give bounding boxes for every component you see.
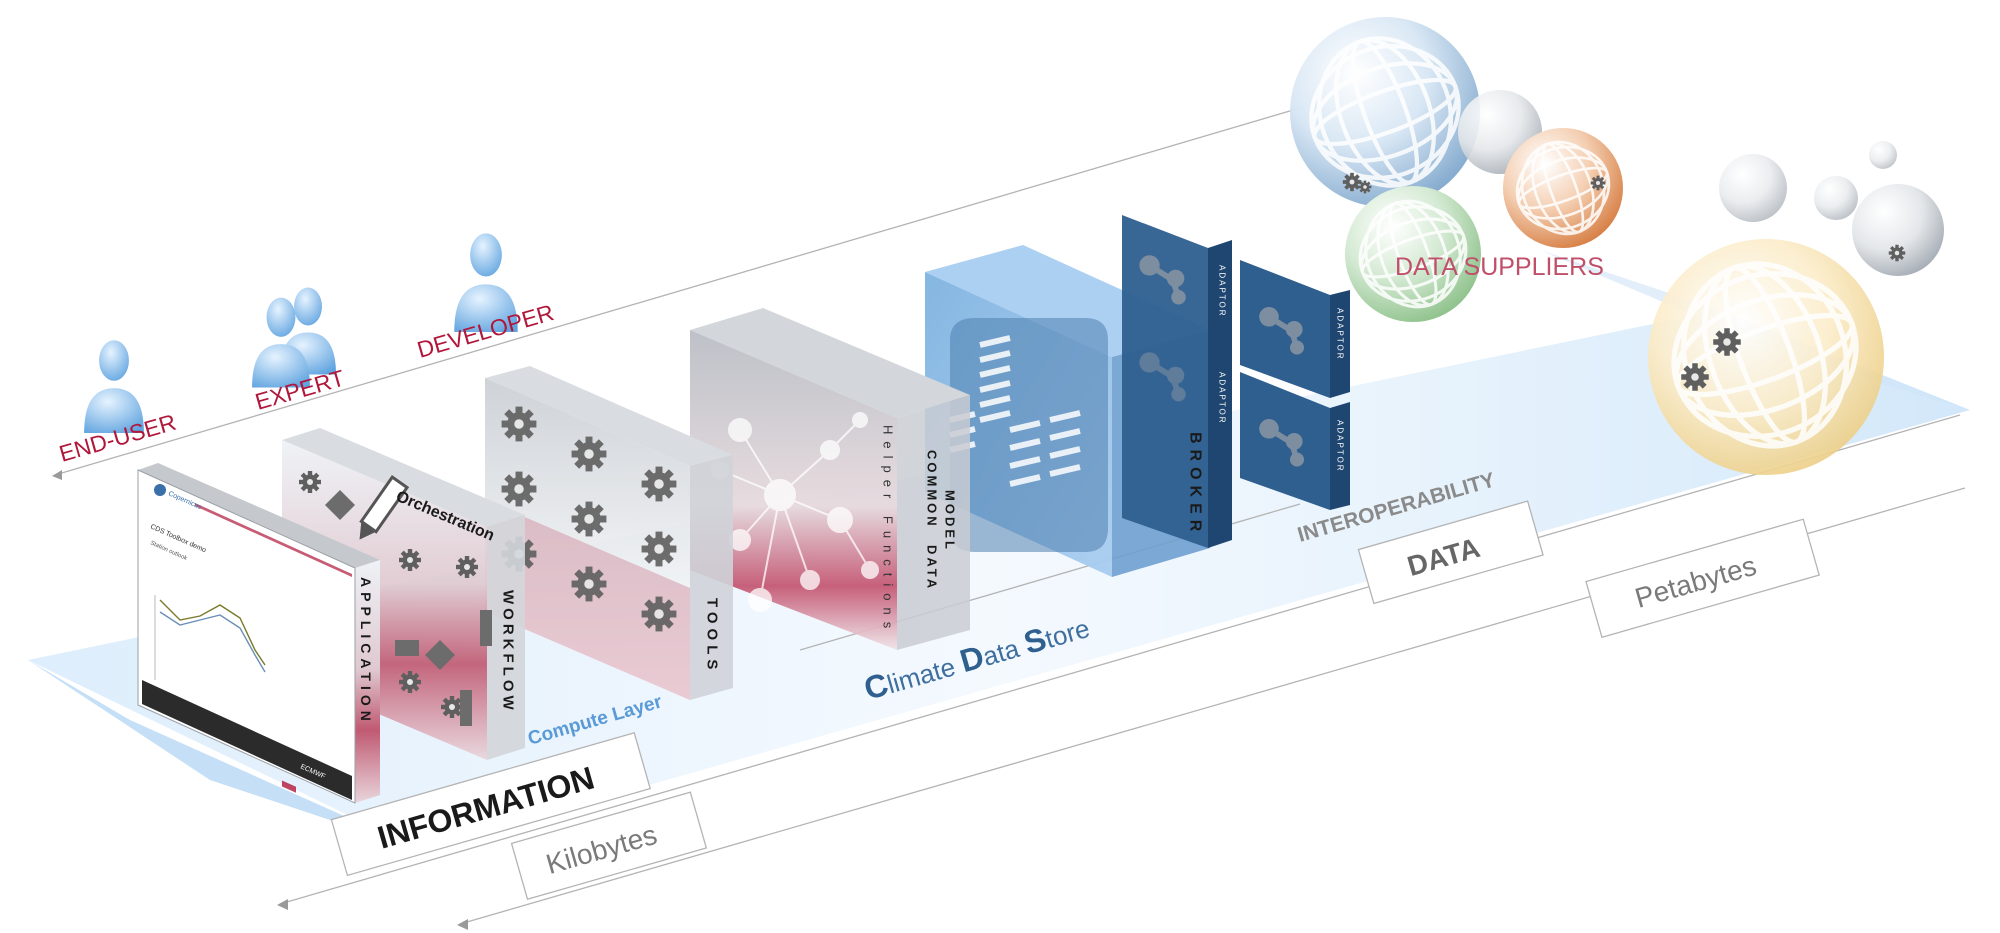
pencil-icon [359,475,410,540]
adaptor-label: ADAPTOR [1218,265,1227,318]
globe-icon [1345,186,1481,322]
user-end-user: END-USER [56,340,179,467]
gear-icon [1681,363,1709,391]
adaptor-top: ADAPTOR [1240,260,1350,398]
adaptor-label: ADAPTOR [1336,420,1345,473]
gear-icon [501,471,537,507]
gear-icon [641,596,677,632]
gear-icon [641,531,677,567]
gear-icon [1358,180,1372,194]
broker: BROKER ADAPTOR ADAPTOR [1122,215,1232,548]
globe-icon [1290,17,1480,207]
gear-icon [399,671,421,693]
gear-icon [1590,175,1606,191]
gear-icon [571,436,607,472]
globe-icon [1719,154,1787,222]
globe-icon [1814,176,1858,220]
broker-label: BROKER [1187,432,1204,537]
arrowheads [52,470,468,930]
user-developer: DEVELOPER [414,233,557,363]
gear-icon [299,471,321,493]
workflow-label: WORKFLOW [500,590,517,714]
logo-icon [154,484,166,496]
adaptor-bottom: ADAPTOR [1240,372,1350,510]
data-suppliers-label: DATA SUPPLIERS [1395,253,1604,281]
application-panel: Copernicus CDS Toolbox demo Station outl… [137,463,380,804]
data-label: DATA [925,545,940,591]
gear-icon [399,549,421,571]
network-icon [711,412,879,612]
data-tag: DATA [1357,500,1544,605]
user-expert: EXPERT [252,287,347,415]
information-data-line [279,584,1376,905]
adaptor-label: ADAPTOR [1218,372,1227,425]
gear-icon [1888,244,1906,262]
arrow-left-icon [277,899,288,910]
globe-icon [1852,184,1944,276]
application-label: APPLICATION [358,577,374,726]
database-icon [949,318,1108,552]
arrow-left-icon [457,919,468,930]
petabytes-tag: Petabytes [1585,518,1821,639]
tools-label: TOOLS [704,598,721,674]
users-line [54,107,1301,476]
adaptor-label: ADAPTOR [1336,308,1345,361]
globe-icon [1503,128,1623,248]
common-label: COMMON [925,450,940,529]
gear-icon [1713,328,1741,356]
gear-icon [456,556,478,578]
gear-icon [441,696,463,718]
helper-functions-label: Helper Functions [881,425,896,635]
gear-icon [571,566,607,602]
gear-icon [641,466,677,502]
tools-box: Helper Functions COMMON DATA MODEL [690,308,970,650]
globe-icon [1648,239,1884,475]
gear-icon [571,501,607,537]
data-suppliers: DATA SUPPLIERS [1290,17,1944,475]
tools-panel: TOOLS [485,366,733,700]
model-label: MODEL [943,490,958,552]
gear-icon [501,406,537,442]
app-chart [154,595,266,680]
arrow-left-icon [52,470,62,480]
gear-icon [1342,172,1362,192]
globe-icon [1869,141,1897,169]
